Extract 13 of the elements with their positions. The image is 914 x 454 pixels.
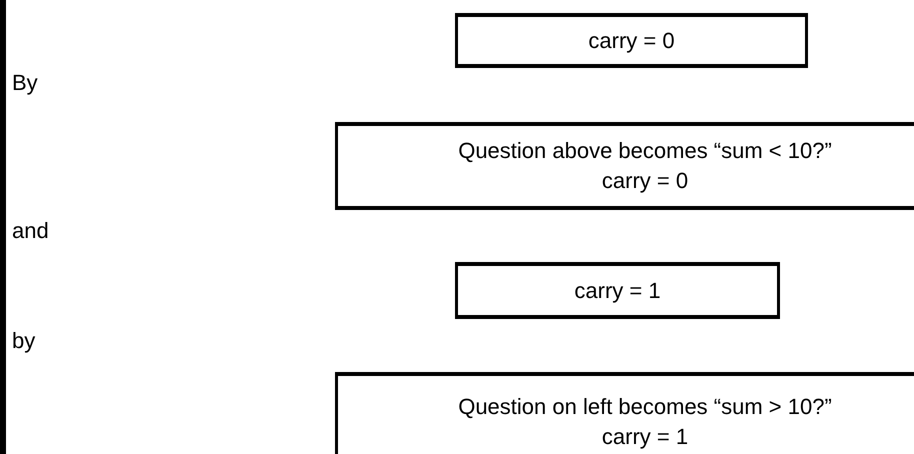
box-text: Question above becomes “sum < 10?” xyxy=(458,137,832,165)
box-text: carry = 1 xyxy=(602,423,688,451)
text-box xyxy=(455,262,780,319)
box-text: Question on left becomes “sum > 10?” xyxy=(458,393,832,421)
side-text: and xyxy=(12,218,49,244)
side-text: By xyxy=(12,70,38,96)
side-text: by xyxy=(12,328,36,354)
box-text: carry = 1 xyxy=(574,276,661,305)
text-box xyxy=(335,372,914,454)
box-text: carry = 0 xyxy=(602,167,688,195)
text-box xyxy=(335,122,914,210)
text-box xyxy=(455,13,808,68)
box-text: carry = 0 xyxy=(588,26,675,55)
